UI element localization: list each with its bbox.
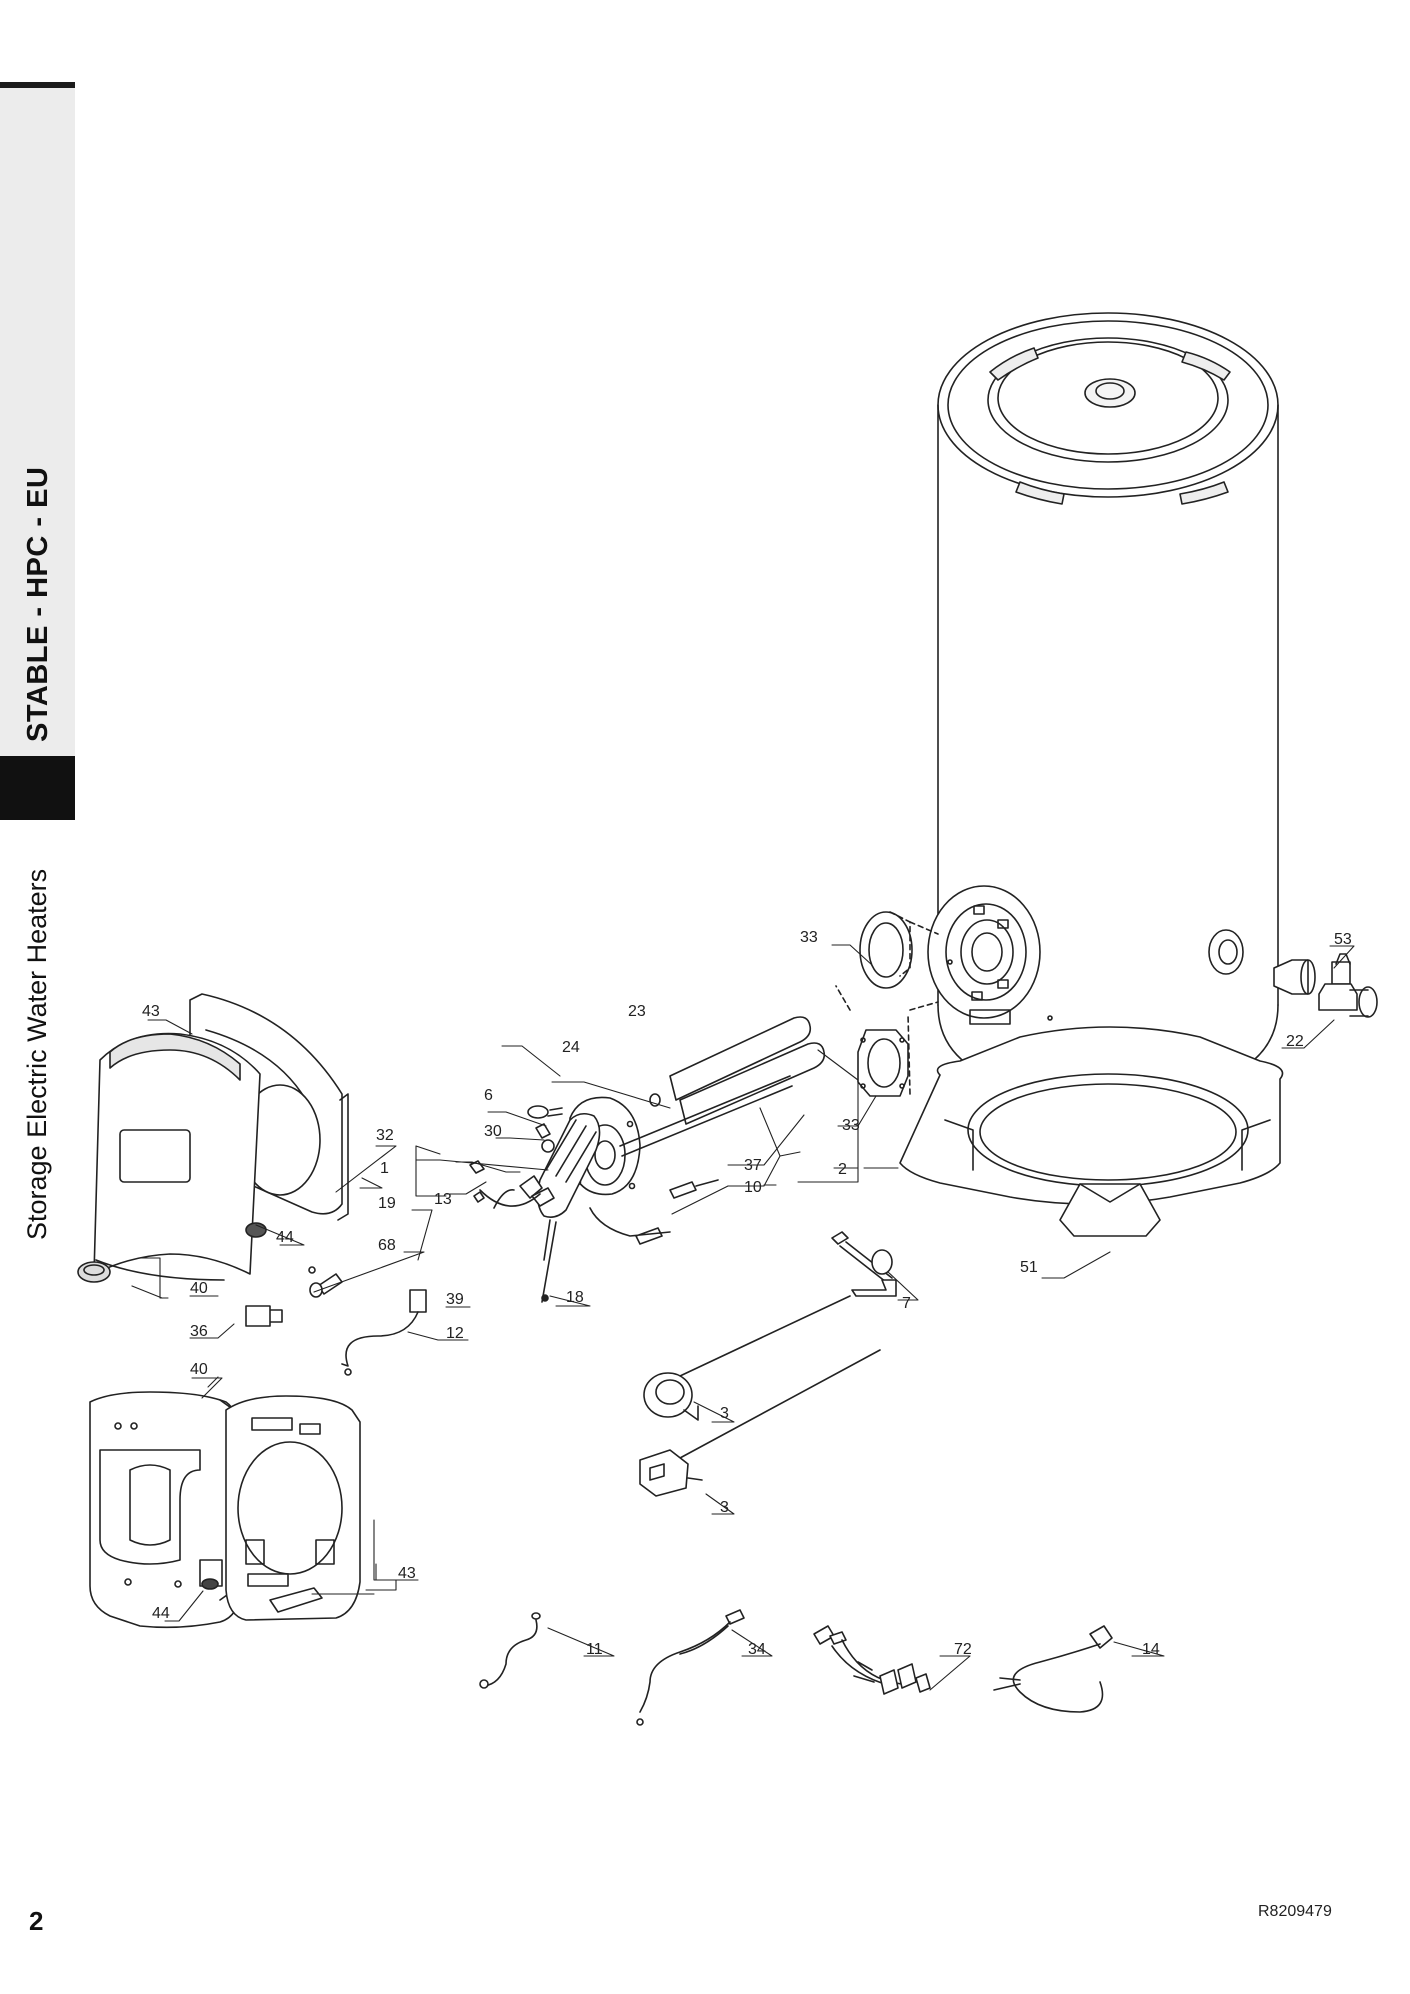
callout-13: 13 <box>434 1191 452 1208</box>
callout-53: 53 <box>1334 931 1352 948</box>
callout-18: 18 <box>566 1289 584 1306</box>
callout-23: 23 <box>628 1003 646 1020</box>
small-fasteners <box>469 1105 563 1203</box>
callout-labels: 43 32 1 13 19 44 68 40 39 12 36 40 43 44… <box>142 929 1352 1658</box>
callout-33-bottom: 33 <box>842 1117 860 1134</box>
display-cover-assembly <box>89 1391 361 1629</box>
callout-43: 43 <box>142 1003 160 1020</box>
sidebar-series-band <box>0 88 75 756</box>
callout-68: 68 <box>378 1237 396 1254</box>
gaskets <box>835 911 939 1097</box>
heating-element-flange <box>479 1075 793 1303</box>
callout-7: 7 <box>902 1295 911 1312</box>
callout-2: 2 <box>838 1161 847 1178</box>
callout-37: 37 <box>744 1157 762 1174</box>
tank <box>899 312 1284 1237</box>
callout-22: 22 <box>1286 1033 1304 1050</box>
page-number: 2 <box>29 1906 44 1936</box>
callout-6: 6 <box>484 1087 493 1104</box>
anode-tubes <box>649 1016 826 1125</box>
sidebar: STABLE - HPC - EU Storage Electric Water… <box>0 0 75 1994</box>
callout-19: 19 <box>378 1195 396 1212</box>
sidebar-top-rule <box>0 82 75 88</box>
callout-43-back: 43 <box>398 1565 416 1582</box>
sidebar-marker-block <box>0 756 75 820</box>
callout-72: 72 <box>954 1641 972 1658</box>
callout-39: 39 <box>446 1291 464 1308</box>
callout-12: 12 <box>446 1325 464 1342</box>
callout-3-top: 3 <box>720 1405 729 1422</box>
callout-3-bottom: 3 <box>720 1499 729 1516</box>
thermostats <box>639 1231 897 1497</box>
front-panel-assembly <box>77 993 427 1376</box>
callout-1: 1 <box>380 1160 389 1177</box>
callout-51: 51 <box>1020 1259 1038 1276</box>
cables <box>479 1609 1113 1726</box>
callout-32: 32 <box>376 1127 394 1144</box>
callout-44: 44 <box>276 1229 294 1246</box>
callout-30: 30 <box>484 1123 502 1140</box>
callout-33-top: 33 <box>800 929 818 946</box>
callout-24: 24 <box>562 1039 580 1056</box>
document-code: R8209479 <box>1258 1903 1332 1920</box>
callout-40: 40 <box>190 1280 208 1297</box>
callout-44-sensor: 44 <box>152 1605 170 1622</box>
callout-10: 10 <box>744 1179 762 1196</box>
callout-11: 11 <box>586 1641 603 1658</box>
callout-14: 14 <box>1142 1641 1160 1658</box>
callout-34: 34 <box>748 1641 766 1658</box>
outlet-fittings <box>1273 953 1378 1018</box>
callout-36: 36 <box>190 1323 208 1340</box>
callout-40-display: 40 <box>190 1361 208 1378</box>
callout-leaders <box>131 944 1355 1691</box>
